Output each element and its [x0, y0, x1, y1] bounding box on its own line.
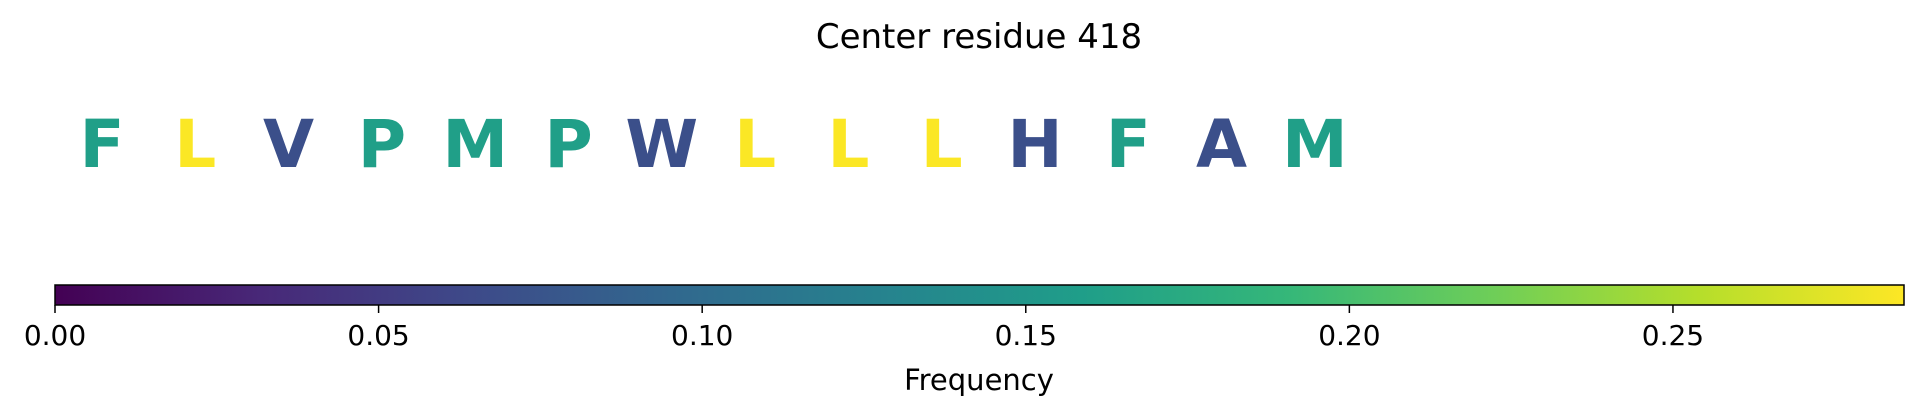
residue-letter: V [263, 106, 314, 183]
colorbar-frame [54, 284, 1905, 306]
residue-letter: L [921, 106, 963, 183]
residue-letter: L [734, 106, 776, 183]
colorbar-label: Frequency [904, 363, 1054, 397]
colorbar-tick-label: 0.25 [1642, 319, 1704, 352]
colorbar-tick-label: 0.00 [24, 319, 86, 352]
colorbar-tick-label: 0.10 [671, 319, 733, 352]
chart-title: Center residue 418 [816, 17, 1142, 57]
residue-letter: L [827, 106, 869, 183]
residue-letter: F [79, 106, 124, 183]
residue-letter: F [1106, 106, 1151, 183]
residue-letter: M [442, 106, 508, 183]
colorbar-gradient [55, 285, 1904, 305]
residue-letter: H [1007, 106, 1062, 183]
residue-letter: L [174, 106, 216, 183]
residue-letter: M [1282, 106, 1348, 183]
residue-letter: A [1196, 106, 1247, 183]
colorbar-ticks: 0.00 0.05 0.10 0.15 0.20 0.25 [24, 305, 1704, 352]
residue-letter: P [358, 106, 406, 183]
colorbar-tick-label: 0.05 [347, 319, 409, 352]
colorbar-tick-label: 0.20 [1318, 319, 1380, 352]
colorbar-tick-label: 0.15 [995, 319, 1057, 352]
residue-letter: P [544, 106, 592, 183]
residue-letter: W [625, 106, 698, 183]
colorbar: 0.00 0.05 0.10 0.15 0.20 0.25 Frequency [24, 284, 1905, 397]
